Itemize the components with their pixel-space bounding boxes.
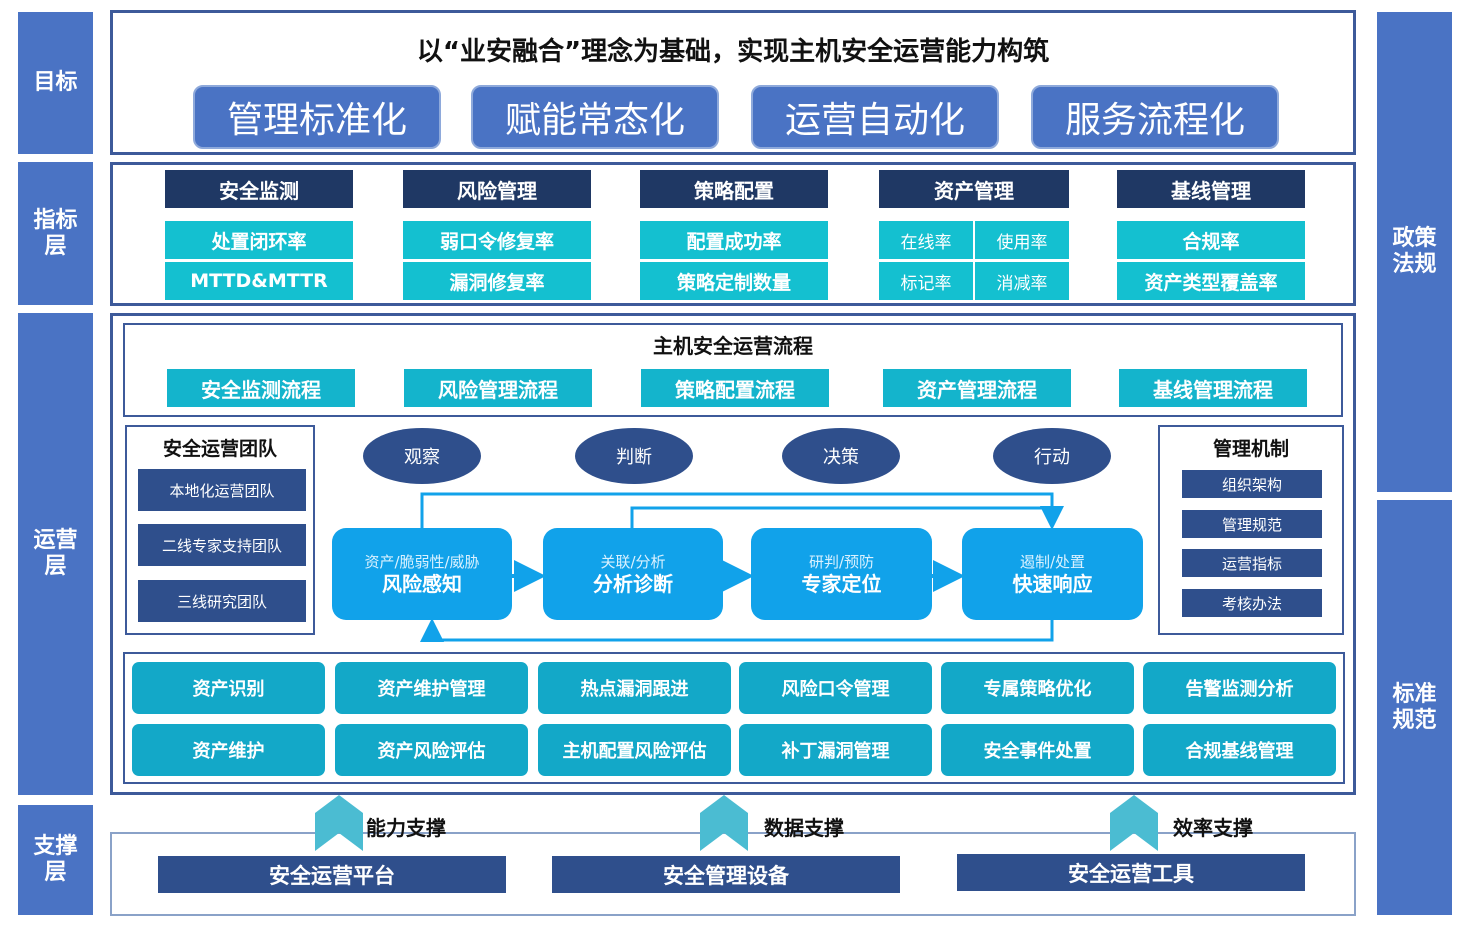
flow-expert: 研判/预防 专家定位: [751, 528, 932, 620]
task-item: 风险口令管理: [739, 662, 932, 714]
team-box: 安全运营团队 本地化运营团队 二线专家支持团队 三线研究团队: [125, 425, 315, 635]
task-item: 热点漏洞跟进: [538, 662, 731, 714]
support-device: 安全管理设备: [552, 856, 900, 893]
indicator-cell: 策略定制数量: [640, 262, 828, 300]
indicator-header-risk: 风险管理: [403, 170, 591, 208]
support-label-data: 数据支撑: [764, 816, 844, 840]
indicator-cell: 在线率: [879, 221, 973, 259]
flow-response: 遏制/处置 快速响应: [962, 528, 1143, 620]
right-bar-standard: 标准规范: [1377, 500, 1452, 915]
task-item: 资产风险评估: [335, 724, 528, 776]
support-label-efficiency: 效率支撑: [1173, 816, 1253, 840]
support-tool: 安全运营工具: [957, 854, 1305, 891]
right-bar-standard-text: 标准规范: [1392, 681, 1437, 733]
process-item: 策略配置流程: [641, 369, 829, 407]
mechanism-title: 管理机制: [1212, 437, 1289, 460]
indicator-cell: 配置成功率: [640, 221, 828, 259]
indicator-cell: 资产类型覆盖率: [1117, 262, 1305, 300]
indicator-cell: 弱口令修复率: [403, 221, 591, 259]
indicator-cell: 漏洞修复率: [403, 262, 591, 300]
task-item: 补丁漏洞管理: [739, 724, 932, 776]
indicator-header-asset: 资产管理: [879, 170, 1069, 208]
indicator-cell: 合规率: [1117, 221, 1305, 259]
support-platform: 安全运营平台: [158, 856, 506, 893]
flow-sub: 遏制/处置: [1019, 553, 1086, 571]
flow-main: 分析诊断: [593, 572, 673, 596]
process-title: 主机安全运营流程: [653, 333, 813, 358]
indicator-cell: 消减率: [975, 262, 1069, 300]
support-label-capability: 能力支撑: [366, 816, 446, 840]
task-item: 资产维护管理: [335, 662, 528, 714]
goal-pill-1: 管理标准化: [193, 85, 441, 149]
goal-pill-2: 赋能常态化: [471, 85, 719, 149]
process-box: 主机安全运营流程 安全监测流程 风险管理流程 策略配置流程 资产管理流程 基线管…: [123, 323, 1343, 417]
team-title: 安全运营团队: [162, 437, 277, 460]
mechanism-box: 管理机制 组织架构 管理规范 运营指标 考核办法: [1158, 425, 1344, 635]
layer-label-indicator-text: 指标层: [33, 207, 78, 259]
mechanism-item: 组织架构: [1182, 470, 1322, 498]
support-arrow-2-icon: [700, 795, 748, 851]
task-item: 资产识别: [132, 662, 325, 714]
indicator-cell: MTTD&MTTR: [165, 262, 353, 300]
task-item: 安全事件处置: [941, 724, 1134, 776]
layer-label-indicator: 指标层: [18, 162, 93, 305]
task-item: 资产维护: [132, 724, 325, 776]
support-arrow-3-icon: [1110, 795, 1158, 851]
ooda-observe: 观察: [363, 428, 481, 484]
layer-label-operation: 运营层: [18, 313, 93, 795]
flow-main: 专家定位: [801, 572, 882, 596]
layer-label-support: 支撑层: [18, 805, 93, 915]
layer-label-operation-text: 运营层: [33, 528, 78, 579]
task-grid: 资产识别 资产维护管理 热点漏洞跟进 风险口令管理 专属策略优化 告警监测分析 …: [123, 652, 1345, 784]
task-item: 主机配置风险评估: [538, 724, 731, 776]
right-bar-policy: 政策法规: [1377, 12, 1452, 492]
indicator-cell: 标记率: [879, 262, 973, 300]
process-item: 基线管理流程: [1119, 369, 1307, 407]
flow-sub: 关联/分析: [600, 553, 666, 571]
ooda-decide: 决策: [782, 428, 900, 484]
indicator-cell: 使用率: [975, 221, 1069, 259]
goal-pill-4: 服务流程化: [1031, 85, 1279, 149]
indicator-header-baseline: 基线管理: [1117, 170, 1305, 208]
team-item: 二线专家支持团队: [138, 524, 306, 566]
indicator-header-policy: 策略配置: [640, 170, 828, 208]
indicator-cell: 处置闭环率: [165, 221, 353, 259]
layer-label-goal-text: 目标: [33, 70, 78, 95]
task-item: 专属策略优化: [941, 662, 1134, 714]
task-item: 告警监测分析: [1143, 662, 1336, 714]
mechanism-item: 考核办法: [1182, 589, 1322, 617]
process-item: 安全监测流程: [167, 369, 355, 407]
ooda-orient: 判断: [575, 428, 693, 484]
flow-main: 风险感知: [382, 572, 462, 596]
goal-section: 以“业安融合”理念为基础，实现主机安全运营能力构筑 管理标准化 赋能常态化 运营…: [110, 10, 1356, 155]
process-item: 资产管理流程: [883, 369, 1071, 407]
indicator-header-monitor: 安全监测: [165, 170, 353, 208]
goal-pill-3: 运营自动化: [751, 85, 999, 149]
team-item: 本地化运营团队: [138, 469, 306, 511]
task-item: 合规基线管理: [1143, 724, 1336, 776]
indicator-section: 安全监测 处置闭环率 MTTD&MTTR 风险管理 弱口令修复率 漏洞修复率 策…: [110, 162, 1356, 306]
flow-risk-perception: 资产/脆弱性/威胁 风险感知: [332, 528, 512, 620]
mechanism-item: 管理规范: [1182, 510, 1322, 538]
mechanism-item: 运营指标: [1182, 549, 1322, 577]
right-bar-policy-text: 政策法规: [1392, 226, 1437, 277]
flow-analysis: 关联/分析 分析诊断: [543, 528, 723, 620]
process-item: 风险管理流程: [404, 369, 592, 407]
goal-title: 以“业安融合”理念为基础，实现主机安全运营能力构筑: [416, 36, 1050, 67]
flow-main: 快速响应: [1012, 572, 1093, 596]
flow-sub: 研判/预防: [808, 553, 875, 571]
support-arrow-1-icon: [315, 795, 363, 851]
flow-sub: 资产/脆弱性/威胁: [364, 553, 480, 571]
layer-label-support-text: 支撑层: [33, 834, 78, 885]
layer-label-goal: 目标: [18, 12, 93, 154]
team-item: 三线研究团队: [138, 580, 306, 622]
ooda-act: 行动: [993, 428, 1111, 484]
